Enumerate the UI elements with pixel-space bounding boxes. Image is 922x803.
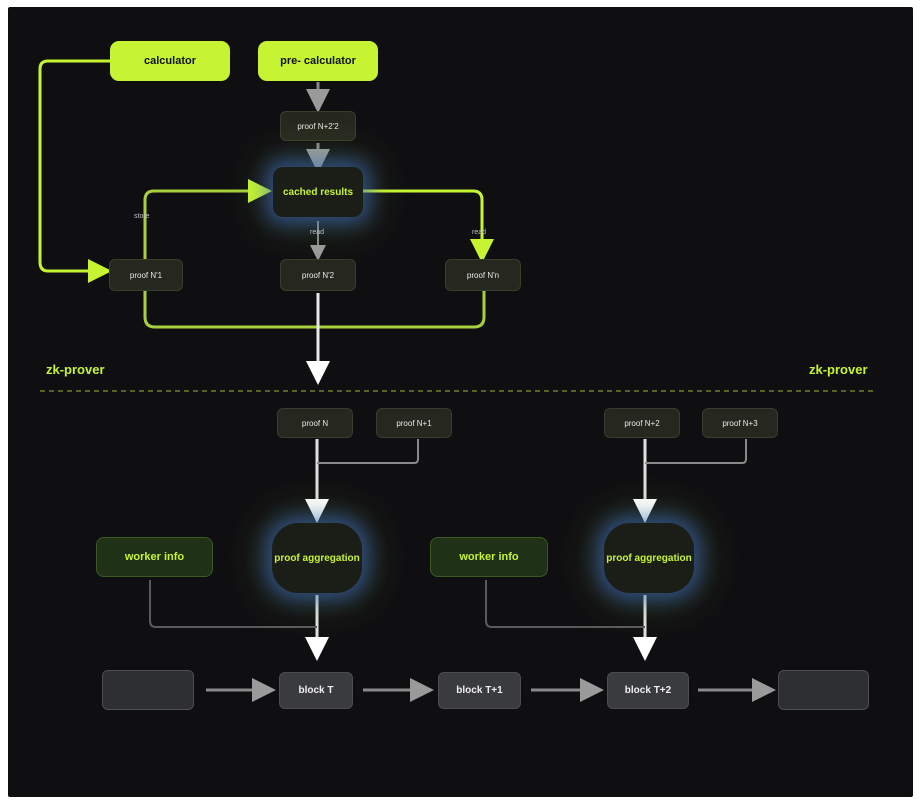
pre-calculator-node: pre- calculator [258,41,378,81]
proof-n2-prime-node: proof N'2 [280,259,356,291]
proof-aggregation-right-node: proof aggregation [604,523,694,593]
proof-aggregation-left-node: proof aggregation [272,523,362,593]
proof-n-plus-1-node: proof N+1 [376,408,452,438]
edge-calculator-to-proof-n1 [38,59,112,283]
proof-n-plus-2-node: proof N+2 [604,408,680,438]
proof-nn-prime-node: proof N'n [445,259,521,291]
block-previous-node [102,670,194,710]
worker-info-right-node: worker info [430,537,548,577]
worker-info-left-node: worker info [96,537,213,577]
edge-worker-left-to-block-t [149,580,317,628]
edge-store [143,179,272,259]
zk-prover-label-left: zk-prover [46,362,105,377]
diagram-canvas: calculator pre- calculator proof N+2'2 c… [8,7,913,797]
proof-n-plus-3-node: proof N+3 [702,408,778,438]
edge-worker-right-to-block-t2 [485,580,645,628]
cached-results-node: cached results [273,167,363,217]
block-next-node [778,670,869,710]
block-t1-node: block T+1 [438,672,521,709]
read-label-middle: read [310,229,325,236]
edge-read-right [362,189,494,263]
proof-n-node: proof N [277,408,353,438]
block-t2-node: block T+2 [607,672,689,709]
proof-n22-node: proof N+2'2 [280,111,356,141]
block-t-node: block T [279,672,353,709]
zk-prover-label-right: zk-prover [809,362,868,377]
edge-proof-n3-to-agg [645,439,747,464]
read-label-right: read [472,229,487,236]
proof-n1-prime-node: proof N'1 [109,259,183,291]
store-label: store [134,213,150,220]
edge-proof-n1-to-agg [317,439,419,464]
calculator-node: calculator [110,41,230,81]
connector-layer [38,59,876,702]
edge-bottom-loop [143,291,486,329]
